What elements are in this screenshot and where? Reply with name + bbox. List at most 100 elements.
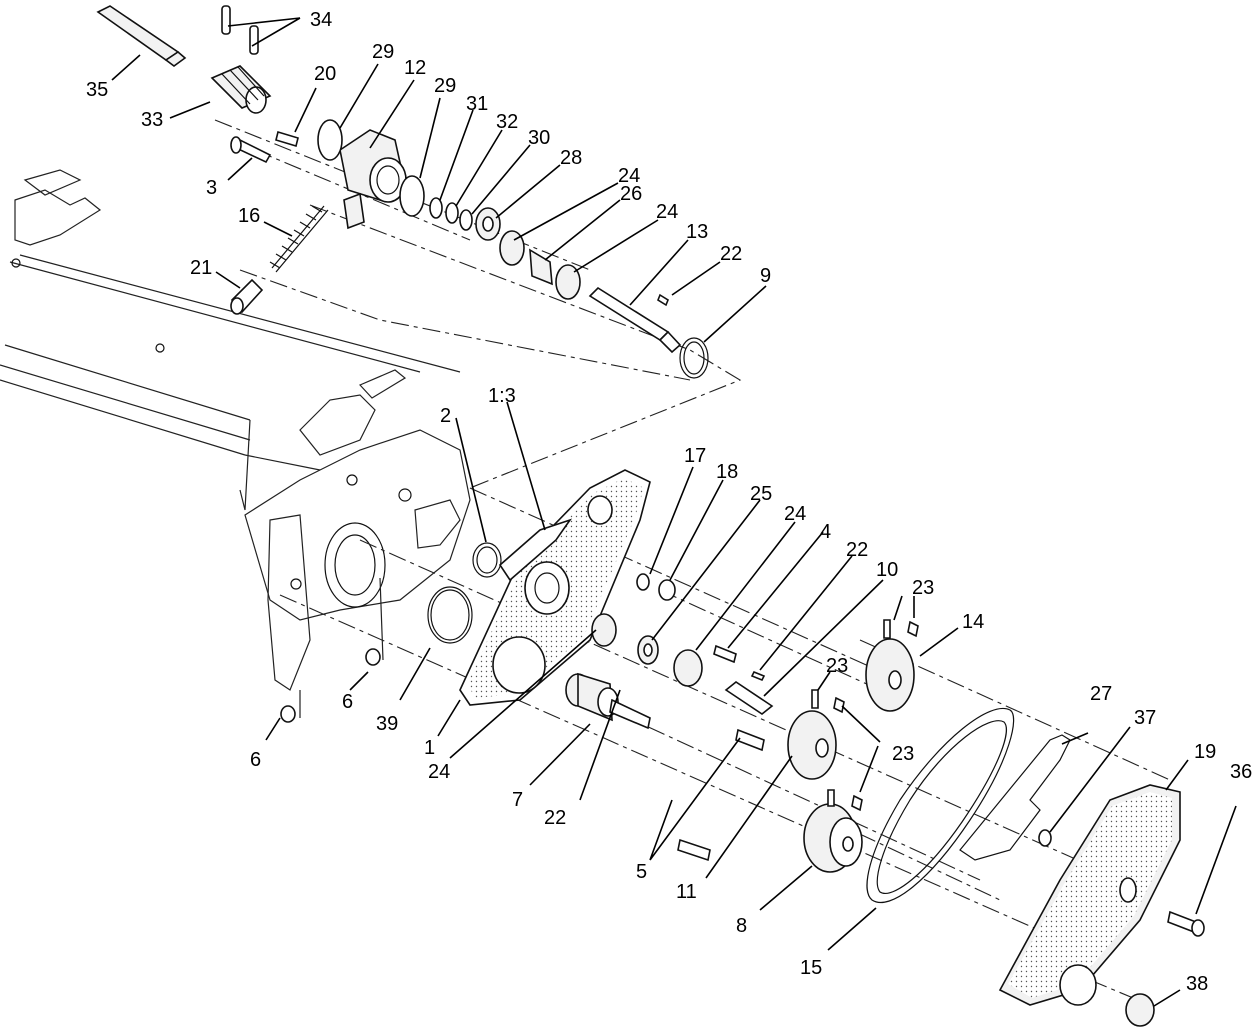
leader-14 — [919, 627, 959, 657]
callout-26: 26 — [620, 183, 642, 205]
leader-35 — [111, 54, 141, 81]
callout-28: 28 — [560, 147, 582, 169]
callout-1-3: 1:3 — [488, 385, 516, 407]
housing-12 — [339, 129, 407, 230]
key-22 — [657, 293, 669, 307]
cover-19 — [998, 784, 1181, 1006]
callout-8: 8 — [736, 915, 747, 937]
seals-and-bearings — [317, 119, 581, 300]
leader-29b — [419, 97, 441, 179]
gear-case-1 — [459, 469, 651, 706]
callout-29b: 29 — [434, 75, 456, 97]
bolt-36 — [1167, 910, 1205, 937]
callout-22a: 22 — [720, 243, 742, 265]
callout-5: 5 — [636, 861, 647, 883]
callout-32: 32 — [496, 111, 518, 133]
callout-19: 19 — [1194, 741, 1216, 763]
eccentric-7 — [565, 672, 651, 730]
leader-23c — [841, 705, 881, 793]
bolt-4 — [713, 644, 737, 664]
leader-38 — [1153, 989, 1181, 1007]
callout-37: 37 — [1134, 707, 1156, 729]
callout-39: 39 — [376, 713, 398, 735]
leader-25 — [651, 499, 761, 641]
leader-22a — [671, 261, 721, 296]
leader-1-3 — [506, 401, 546, 531]
ring-32 — [445, 202, 459, 224]
leader-9 — [703, 285, 767, 343]
leader-37 — [1049, 726, 1131, 833]
spacer-24c — [591, 613, 617, 647]
callout-25: 25 — [750, 483, 772, 505]
bolt-3 — [230, 136, 272, 164]
coupler-33 — [210, 65, 272, 114]
leader-24d — [449, 629, 597, 759]
pulley-8 — [803, 789, 863, 873]
callout-2: 2 — [440, 405, 451, 427]
leader-34 — [227, 17, 301, 47]
callout-13: 13 — [686, 221, 708, 243]
leader-24c — [695, 521, 796, 651]
pin-21 — [230, 278, 264, 315]
callout-34: 34 — [310, 9, 332, 31]
leader-16 — [263, 221, 293, 237]
gear-14 — [865, 619, 919, 712]
pins-34 — [221, 5, 259, 55]
callout-12: 12 — [404, 57, 426, 79]
leader-6a — [349, 671, 369, 691]
callout-11: 11 — [676, 881, 697, 903]
callout-23b: 23 — [826, 655, 848, 677]
leader-18 — [669, 479, 724, 581]
retaining-ring-9 — [679, 337, 709, 379]
leader-32 — [455, 129, 503, 207]
leader-7 — [529, 723, 591, 786]
callout-14: 14 — [962, 611, 984, 633]
callout-6a: 6 — [342, 691, 353, 713]
leader-12 — [369, 79, 415, 149]
plug-38 — [1125, 993, 1155, 1027]
callout-labels: 34 35 33 20 29 12 29 31 32 30 28 24 26 2… — [86, 9, 1252, 995]
leader-21 — [215, 271, 241, 289]
leader-6b — [265, 717, 281, 741]
callout-24b: 24 — [656, 201, 678, 223]
leader-5 — [649, 737, 741, 861]
leader-23a — [893, 595, 915, 621]
nut-18 — [658, 579, 676, 601]
leader-15 — [827, 907, 877, 951]
clip-37 — [1038, 829, 1052, 847]
o-ring-29a — [317, 119, 343, 161]
callout-10: 10 — [876, 559, 898, 581]
callout-22b: 22 — [846, 539, 868, 561]
leader-33 — [169, 101, 211, 119]
o-ring-29b — [399, 175, 425, 217]
reel-frame — [0, 169, 471, 718]
gasket-27 — [959, 734, 1071, 861]
callout-16: 16 — [238, 205, 260, 227]
callout-24d: 24 — [428, 761, 450, 783]
callout-33: 33 — [141, 109, 163, 131]
shaft-10 — [724, 670, 774, 715]
spacer-24a — [499, 230, 525, 266]
callout-18: 18 — [716, 461, 738, 483]
callout-20: 20 — [314, 63, 336, 85]
callout-22c: 22 — [544, 807, 566, 829]
leader-24a — [513, 182, 619, 241]
ring-30 — [459, 209, 473, 231]
shaft-13 — [588, 286, 682, 354]
leader-30 — [471, 144, 531, 215]
bearing-25 — [637, 635, 659, 665]
spring-16 — [269, 205, 329, 273]
callout-9: 9 — [760, 265, 771, 287]
drive-shaft-35 — [96, 5, 187, 67]
leader-8 — [759, 865, 813, 911]
callout-31: 31 — [466, 93, 488, 115]
callout-6b: 6 — [250, 749, 261, 771]
leader-26 — [544, 199, 621, 261]
alignment-lines — [214, 119, 1171, 1006]
callout-38: 38 — [1186, 973, 1208, 995]
callout-30: 30 — [528, 127, 550, 149]
leader-36 — [1195, 805, 1237, 915]
leader-39 — [399, 647, 431, 701]
spacer-24b — [555, 264, 581, 300]
